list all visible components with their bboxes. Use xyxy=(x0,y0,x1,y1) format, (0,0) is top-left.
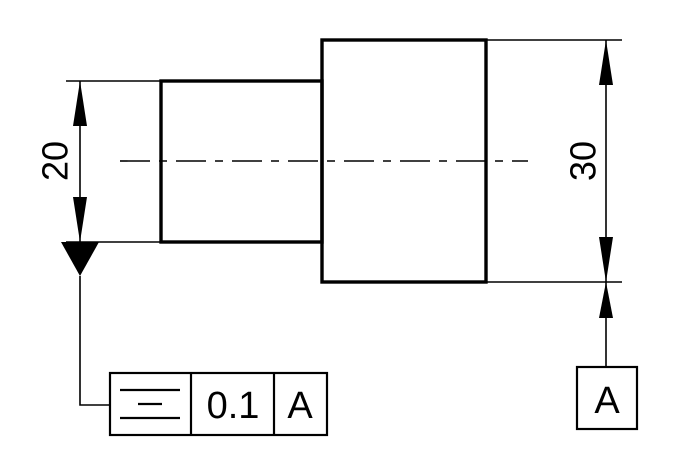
datum-label: A xyxy=(594,380,620,422)
leader-arrowhead xyxy=(61,242,99,276)
part-outline xyxy=(159,38,488,284)
datum-box xyxy=(575,365,639,431)
fcf-border xyxy=(108,371,329,437)
dimension-label-20: 20 xyxy=(35,141,76,181)
arrowhead-30-bottom xyxy=(599,237,613,282)
fcf-tolerance: 0.1 xyxy=(207,385,260,427)
dimension-label-30: 30 xyxy=(563,141,604,181)
fcf-datum-reference: A xyxy=(287,385,313,427)
symmetry-icon xyxy=(120,388,180,420)
leader-polyline xyxy=(79,276,110,406)
arrowhead-20-top xyxy=(73,81,87,126)
arrowhead-20-bottom xyxy=(73,197,87,242)
leader-line xyxy=(61,242,110,406)
dimension-30: 30 xyxy=(486,39,622,283)
arrowhead-30-top xyxy=(599,40,613,85)
datum-feature: A xyxy=(575,282,639,431)
feature-control-frame: 0.1 A xyxy=(108,371,329,437)
